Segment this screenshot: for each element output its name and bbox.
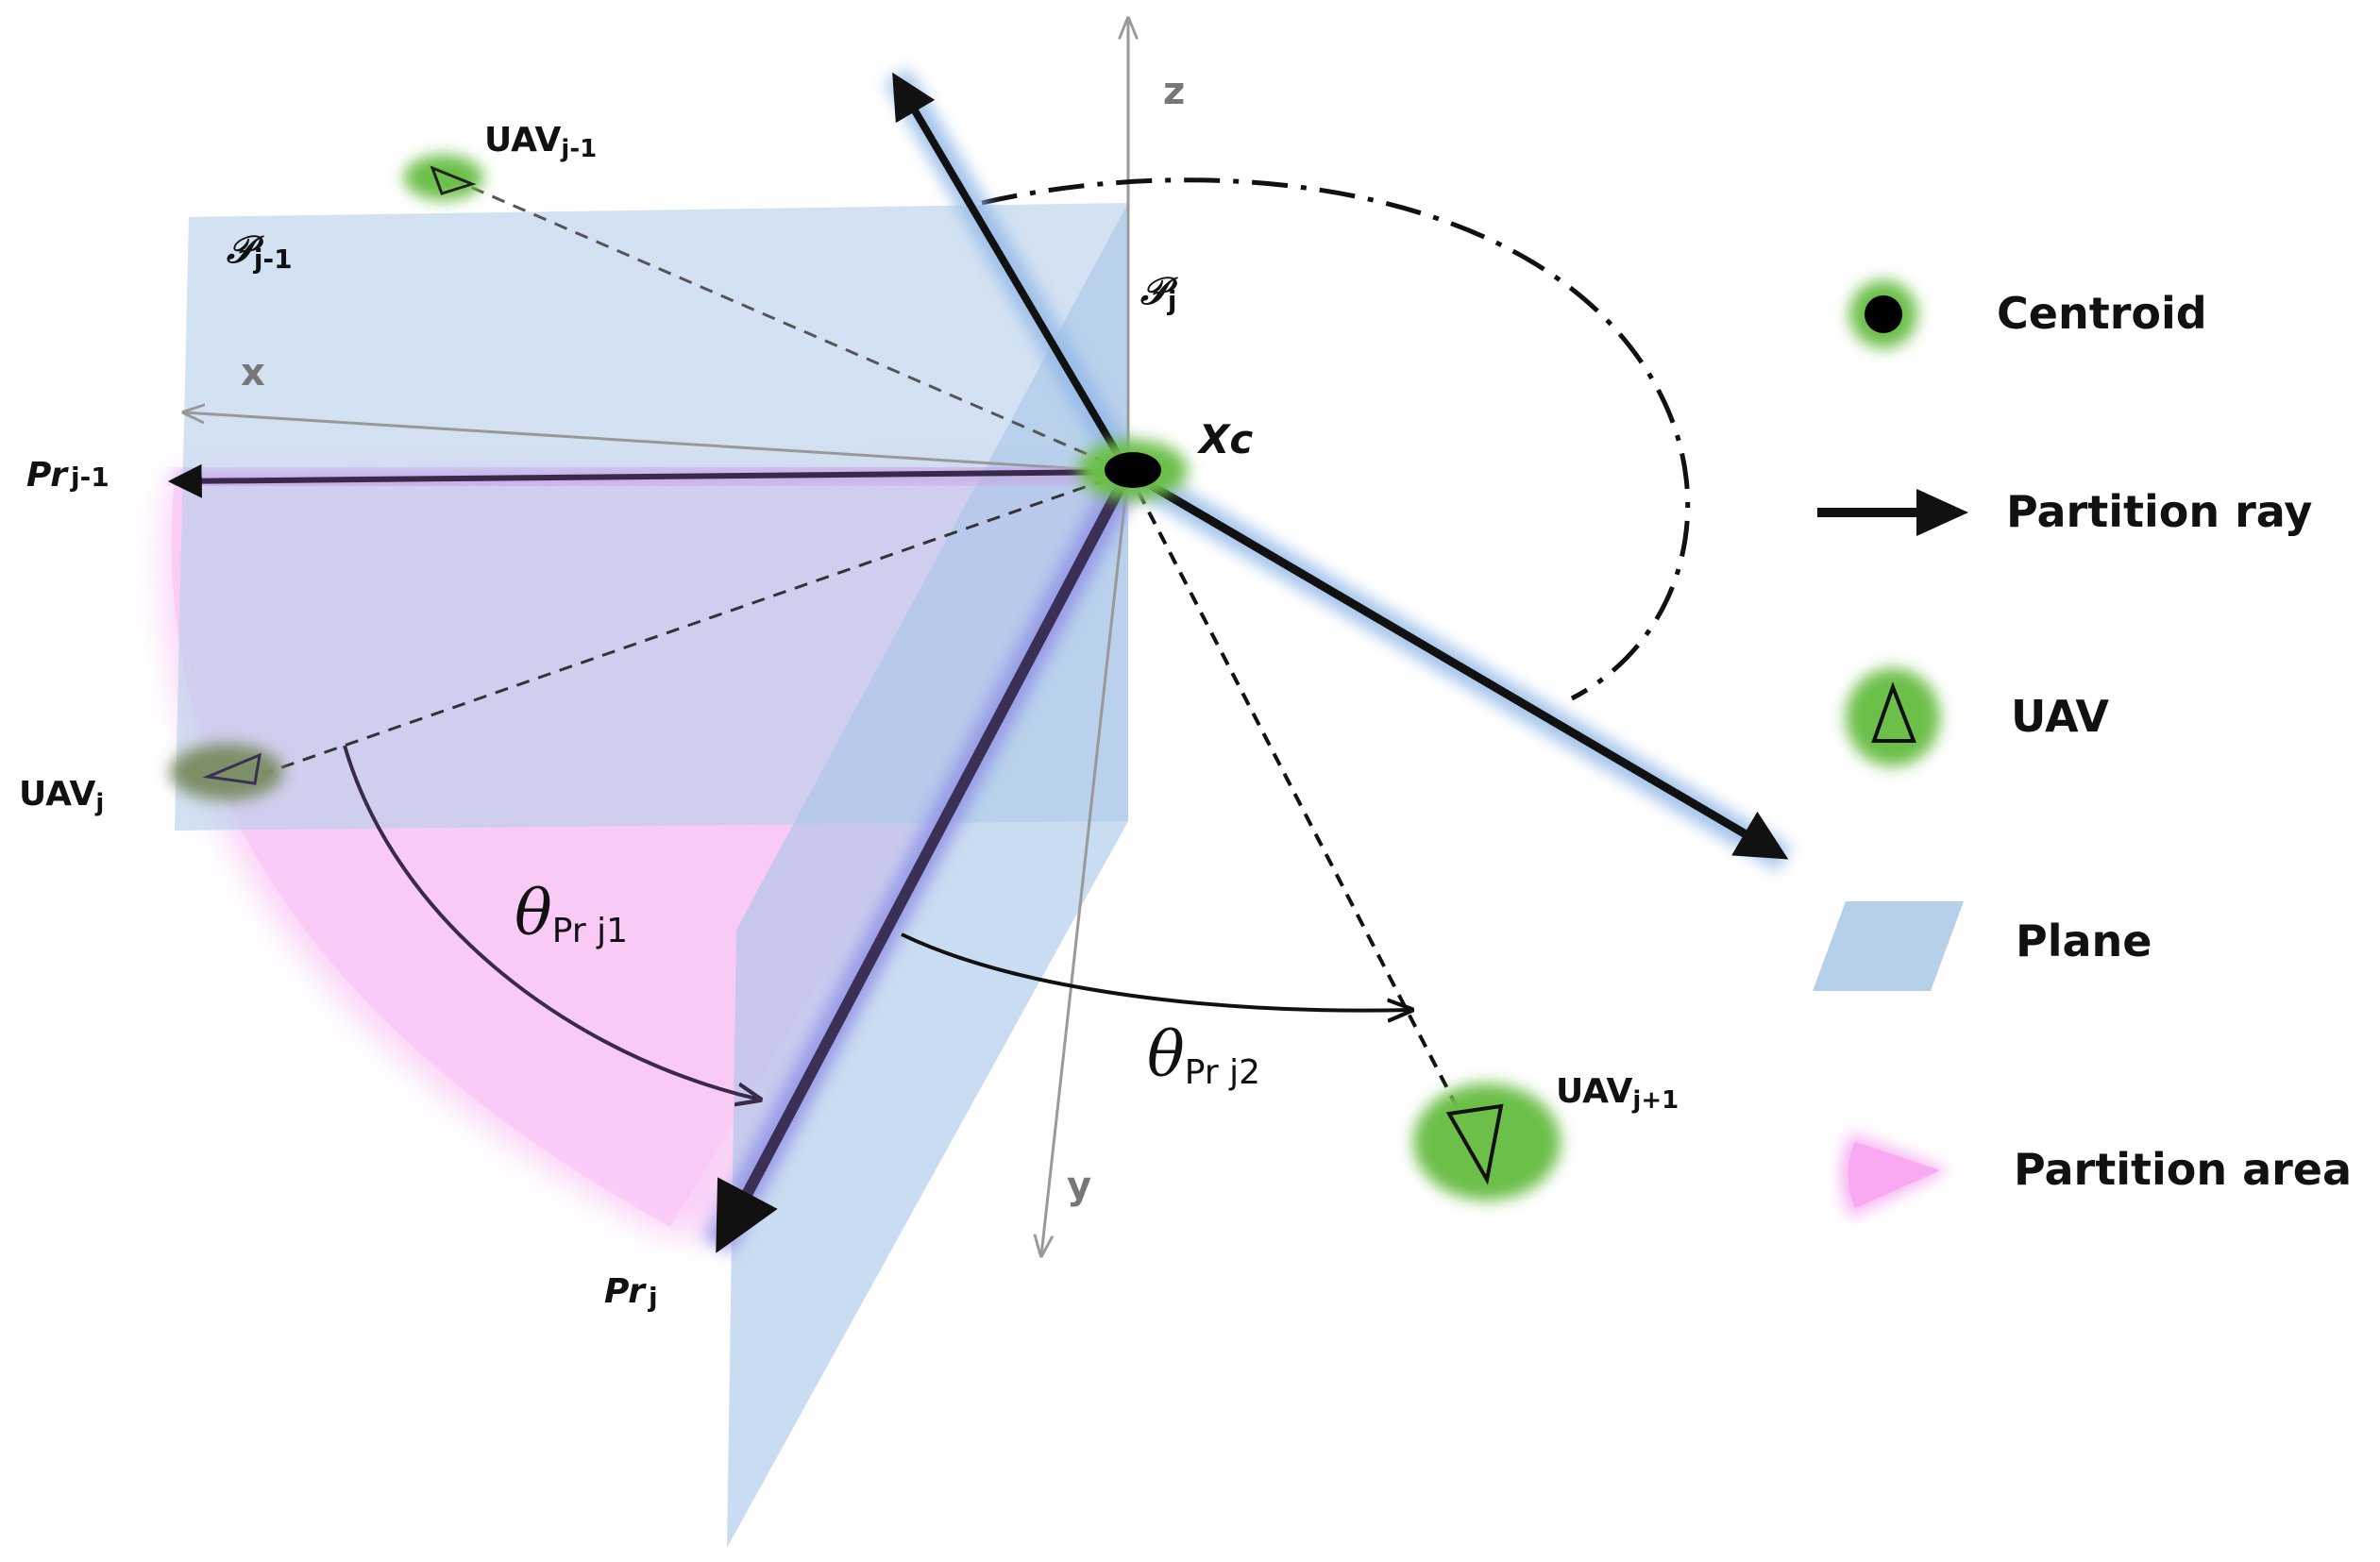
rotation-arc (981, 177, 1691, 701)
theta2-arc (901, 932, 1411, 1011)
legend-label-partition-ray: Partition ray (2006, 486, 2312, 537)
legend-item-partition-ray: Partition ray (1817, 486, 2312, 537)
parallelogram-icon (1813, 901, 1964, 991)
legend-item-centroid: Centroid (1849, 280, 2207, 348)
angle-arcs (343, 745, 1411, 1100)
uav-prev-label: UAVj-1 (484, 121, 597, 163)
legend-item-partition-area: Partition area (1841, 1133, 2352, 1218)
legend-item-plane: Plane (1813, 901, 2152, 991)
legend-label-centroid: Centroid (1997, 288, 2207, 339)
y-axis (1041, 471, 1130, 1255)
ray-pr-j-1 (167, 463, 1129, 498)
arrow-icon (1817, 489, 1968, 536)
uav-sight-lines (235, 177, 1479, 1148)
plane-cur-label: 𝒫j (1140, 270, 1178, 316)
theta2-label: θPr j2 (1147, 1018, 1260, 1092)
axis-y-label: y (1067, 1165, 1091, 1208)
partition-rays (167, 68, 1792, 1253)
centroid-dot-icon (1849, 280, 1917, 348)
theta1-label: θPr j1 (515, 877, 628, 950)
ray-up (892, 72, 1132, 475)
x-axis (184, 412, 1129, 474)
uav-next-marker (1413, 1083, 1561, 1201)
uav-next-label: UAVj+1 (1556, 1072, 1679, 1115)
uav-prev-marker (404, 155, 483, 200)
triangle-icon (1846, 668, 1940, 766)
axis-x-label: x (241, 351, 265, 395)
ray-pr-j (716, 469, 1134, 1253)
coordinate-axes (184, 19, 1128, 1255)
legend-item-uav: UAV (1846, 668, 2109, 766)
axis-z-label: z (1163, 70, 1185, 113)
legend-label-plane: Plane (2016, 915, 2152, 966)
centroid-label: Xc (1196, 416, 1253, 462)
legend-label-uav: UAV (2011, 691, 2109, 742)
theta1-arc (343, 745, 760, 1100)
ray-right (1125, 468, 1789, 860)
legend: Centroid Partition ray UAV Plane (1813, 280, 2352, 1218)
sector-icon (1841, 1133, 1950, 1218)
centroid-marker (1078, 440, 1188, 500)
legend-label-partition-area: Partition area (2014, 1144, 2352, 1195)
uav-cur-label: UAVj (19, 775, 104, 817)
uav-cur-marker (170, 744, 283, 800)
